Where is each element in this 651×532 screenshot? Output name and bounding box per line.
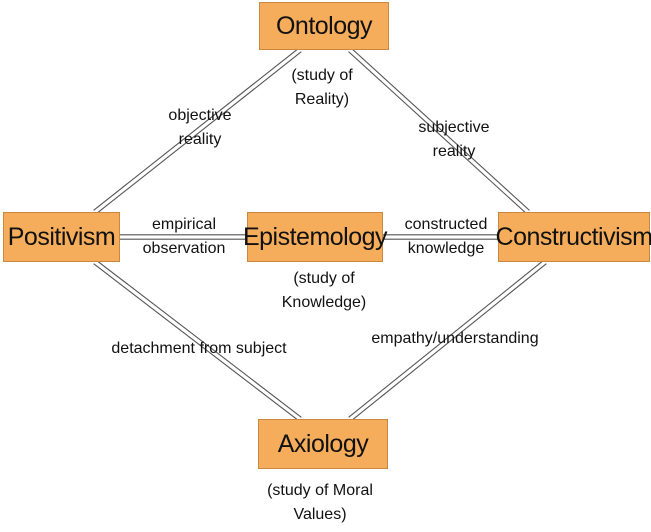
edge-positivism-axiology-line-1	[93, 263, 299, 422]
node-ontology-title: Ontology	[275, 11, 373, 40]
node-ontology: Ontology	[259, 2, 389, 50]
edge-label-detachment-from-subject-line-1: detachment from subject	[111, 340, 287, 357]
edge-label-subjective-reality-line-2: reality	[432, 143, 476, 160]
edge-label-constructed-knowledge-line-2: knowledge	[407, 240, 485, 257]
epistemology-subtitle-line-1: (study of	[293, 270, 355, 287]
edge-ontology-constructivism-line-2	[351, 47, 530, 211]
node-epistemology-title: Epistemology	[242, 222, 388, 251]
edge-label-empirical-observation-line-1: empirical	[151, 216, 216, 233]
node-axiology-title: Axiology	[277, 429, 369, 458]
edge-constructivism-axiology-line-1	[348, 259, 544, 418]
ontology-subtitle-line-1: (study of	[291, 67, 353, 84]
edge-label-constructed-knowledge: constructed knowledge	[391, 213, 501, 261]
axiology-subtitle: (study of Moral Values)	[250, 479, 390, 527]
edge-ontology-constructivism-line-1	[348, 51, 527, 215]
edge-label-objective-reality: objective reality	[150, 104, 250, 152]
node-axiology: Axiology	[258, 419, 388, 469]
epistemology-subtitle: (study of Knowledge)	[264, 267, 384, 315]
edge-positivism-axiology-line-2	[96, 259, 302, 418]
edge-constructivism-axiology-line-2	[351, 263, 547, 422]
edge-label-detachment-from-subject: detachment from subject	[99, 337, 299, 361]
edge-label-empathy-understanding: empathy/understanding	[355, 327, 555, 351]
edge-label-empathy-understanding-line-1: empathy/understanding	[371, 330, 539, 347]
edge-ontology-positivism-line-1	[93, 47, 299, 211]
axiology-subtitle-line-2: Values)	[293, 506, 347, 523]
edge-label-subjective-reality-line-1: subjective	[418, 119, 490, 136]
edge-ontology-positivism-line-2	[96, 51, 302, 215]
edge-label-empirical-observation-line-2: observation	[142, 240, 226, 257]
edge-label-objective-reality-line-2: reality	[178, 131, 222, 148]
edge-label-empirical-observation: empirical observation	[129, 213, 239, 261]
node-positivism: Positivism	[3, 212, 120, 262]
node-positivism-title: Positivism	[7, 222, 116, 251]
edge-label-objective-reality-line-1: objective	[168, 107, 232, 124]
axiology-subtitle-line-1: (study of Moral	[267, 482, 373, 499]
node-epistemology: Epistemology	[243, 212, 388, 262]
node-constructivism: Constructivism	[495, 212, 651, 262]
node-constructivism-title: Constructivism	[495, 222, 651, 251]
ontology-subtitle: (study of Reality)	[272, 64, 372, 112]
edge-label-constructed-knowledge-line-1: constructed	[404, 216, 488, 233]
edge-label-subjective-reality: subjective reality	[404, 116, 504, 164]
ontology-subtitle-line-2: Reality)	[294, 91, 350, 108]
epistemology-subtitle-line-2: Knowledge)	[281, 294, 367, 311]
